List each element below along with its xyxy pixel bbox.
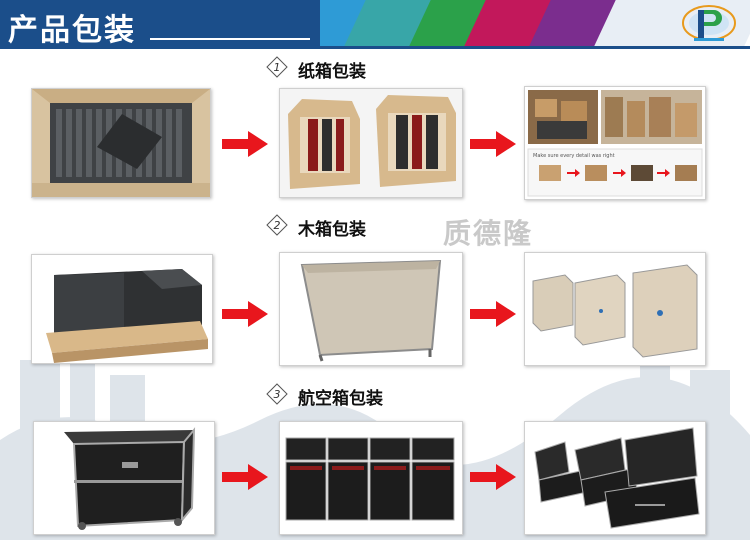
step-number: 3	[274, 388, 281, 401]
red-arrow-icon	[470, 131, 516, 157]
header-title-block: 产品包装	[0, 0, 320, 48]
svg-text:Make sure every detail was rig: Make sure every detail was right	[533, 153, 615, 159]
red-arrow-icon	[222, 301, 268, 327]
page-title: 产品包装	[8, 13, 136, 48]
header-bar: 产品包装	[0, 0, 750, 48]
step-number: 2	[274, 219, 281, 232]
section-title: 木箱包装	[298, 220, 366, 240]
photo-cartons-with-racks	[279, 88, 463, 198]
photo-wooden-base-with-panels	[31, 254, 213, 364]
red-arrow-icon	[470, 464, 516, 490]
step-number-icon: 2	[266, 214, 288, 236]
photo-carton-open-with-modules	[31, 88, 211, 198]
photo-open-flight-cases-angled	[524, 421, 706, 535]
step-number-icon: 3	[266, 383, 288, 405]
step-number-icon: 1	[266, 56, 288, 78]
section-title: 航空箱包装	[298, 389, 383, 409]
red-arrow-icon	[222, 131, 268, 157]
section-label-1: 1 纸箱包装	[266, 56, 426, 82]
red-arrow-icon	[470, 301, 516, 327]
photo-three-wooden-crates	[524, 252, 706, 366]
dp-logo-icon	[680, 2, 738, 44]
section-label-3: 3 航空箱包装	[266, 383, 446, 409]
red-arrow-icon	[222, 464, 268, 490]
photo-warehouse-and-steps: Make sure every detail was right	[524, 86, 706, 200]
header-underline	[150, 38, 310, 40]
photo-wooden-crate	[279, 252, 463, 366]
header-bottom-rule	[0, 46, 750, 49]
watermark-text: 质德隆	[443, 217, 534, 250]
photo-flight-case-closed	[33, 421, 215, 535]
step-number: 1	[274, 61, 281, 74]
section-title: 纸箱包装	[298, 62, 366, 82]
section-label-2: 2 木箱包装	[266, 214, 426, 240]
photo-four-open-flight-cases	[279, 421, 463, 535]
